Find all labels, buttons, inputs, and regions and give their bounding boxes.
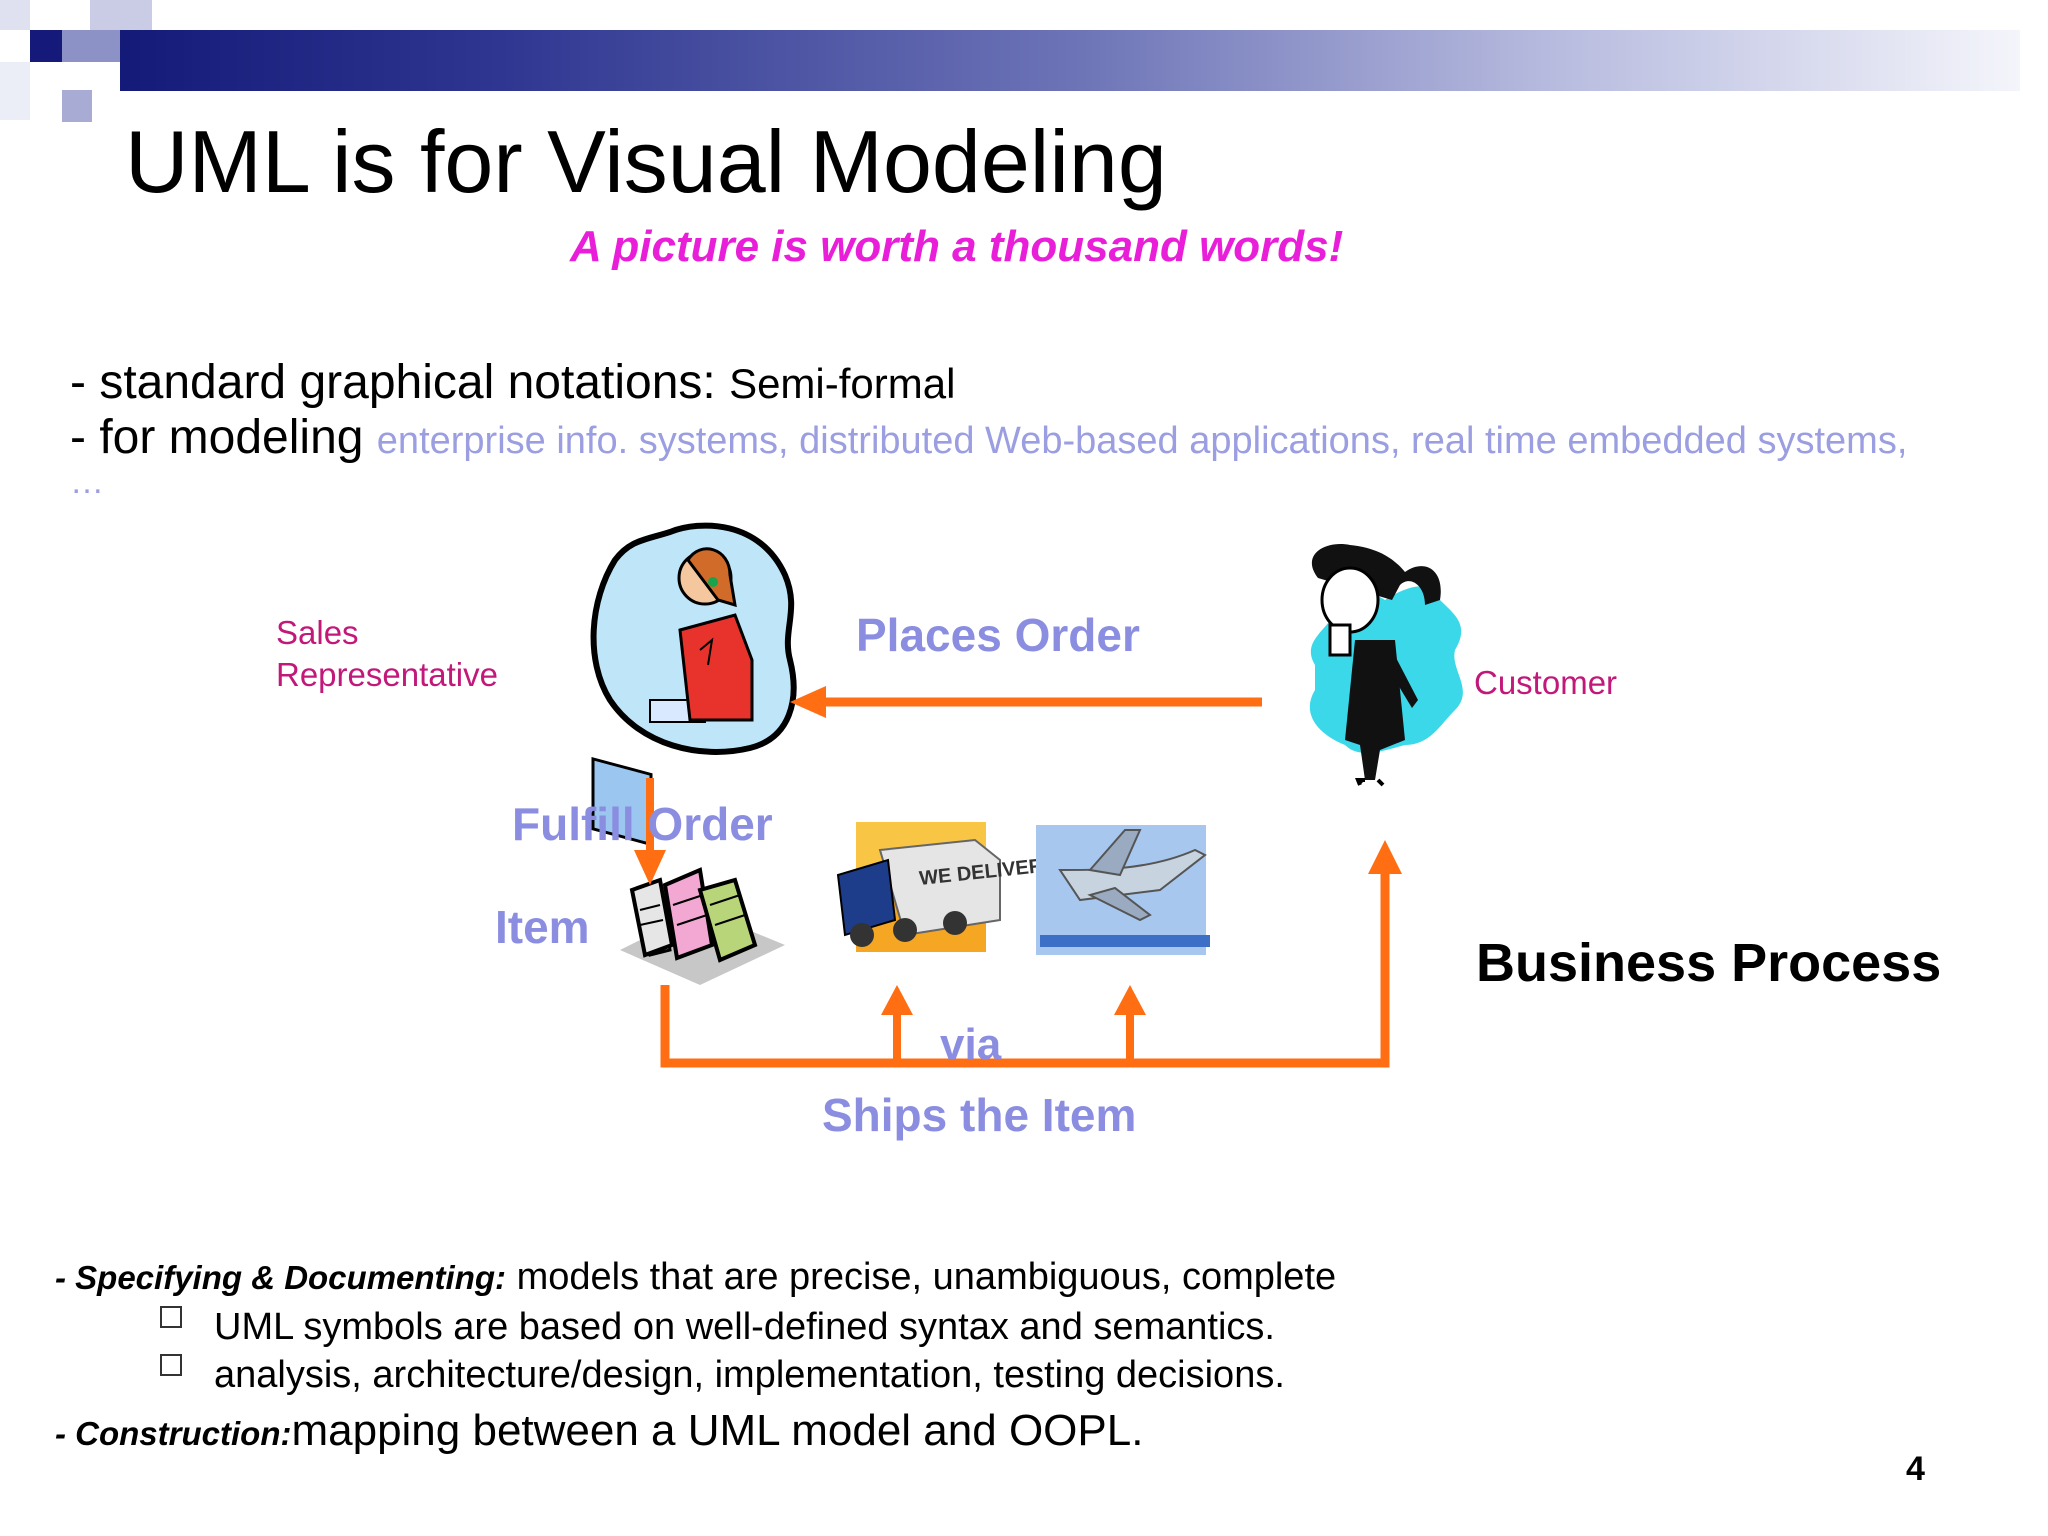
sub-bullet-syntax: UML symbols are based on well-defined sy… [160, 1305, 1275, 1349]
header-square [90, 0, 152, 30]
fulfill-order-label: Fulfill Order [512, 798, 773, 850]
specifying-lead: - Specifying & Documenting: [55, 1259, 507, 1296]
ships-item-label: Ships the Item [822, 1089, 1137, 1141]
customer-label: Customer [1474, 664, 1618, 701]
checkbox-bullet-icon [160, 1353, 182, 1376]
sub-bullet-decisions: analysis, architecture/design, implement… [160, 1353, 1285, 1397]
bullet-notations: - standard graphical notations: Semi-for… [70, 355, 955, 410]
sales-label-line2: Representative [276, 656, 498, 693]
slide-title: UML is for Visual Modeling [125, 112, 1167, 211]
truck-arrowhead [881, 985, 913, 1015]
item-label: Item [495, 901, 590, 953]
bullet-text-light: enterprise info. systems, distributed We… [376, 420, 1908, 462]
header-square [0, 62, 30, 120]
bullet-modeling: - for modeling enterprise info. systems,… [70, 410, 1907, 465]
page-number: 4 [1906, 1450, 1925, 1488]
header-square [62, 30, 120, 62]
via-label: via [940, 1020, 1002, 1069]
header-square [62, 90, 92, 122]
bullet-ellipsis: … [70, 463, 104, 501]
sales-representative-label: Sales Representative [276, 612, 498, 696]
sales-label-line1: Sales [276, 614, 359, 651]
header-square [30, 30, 62, 62]
sub-bullet-text: analysis, architecture/design, implement… [214, 1354, 1285, 1396]
plane-arrowhead [1114, 985, 1146, 1015]
airplane-icon [1036, 825, 1210, 955]
places-order-label: Places Order [856, 609, 1140, 661]
header-square [0, 0, 30, 30]
bullet-text: - for modeling [70, 411, 377, 464]
ships-item-path [660, 868, 1390, 1068]
arrows [634, 686, 1402, 1068]
construction-text: mapping between a UML model and OOPL. [291, 1406, 1144, 1455]
books-icon [620, 867, 785, 985]
specifying-bullet: - Specifying & Documenting: models that … [55, 1256, 1336, 1299]
business-process-label: Business Process [1476, 933, 1942, 993]
slide-subtitle: A picture is worth a thousand words! [570, 222, 1344, 271]
specifying-text: models that are precise, unambiguous, co… [506, 1256, 1337, 1298]
sub-bullet-text: UML symbols are based on well-defined sy… [214, 1306, 1275, 1348]
construction-bullet: - Construction:mapping between a UML mod… [55, 1406, 1143, 1456]
customer-arrowhead [1368, 840, 1402, 874]
fulfill-order-arrowhead [634, 850, 666, 885]
truck-icon: WE DELIVER [836, 822, 1045, 952]
construction-lead: - Construction: [55, 1415, 292, 1452]
customer-icon [1309, 544, 1463, 787]
bullet-text: - standard graphical notations: [70, 356, 730, 409]
bullet-text-small: Semi-formal [729, 360, 956, 407]
checkbox-bullet-icon [160, 1305, 182, 1328]
header-gradient-bar [120, 30, 2020, 91]
places-order-arrowhead [790, 686, 826, 718]
